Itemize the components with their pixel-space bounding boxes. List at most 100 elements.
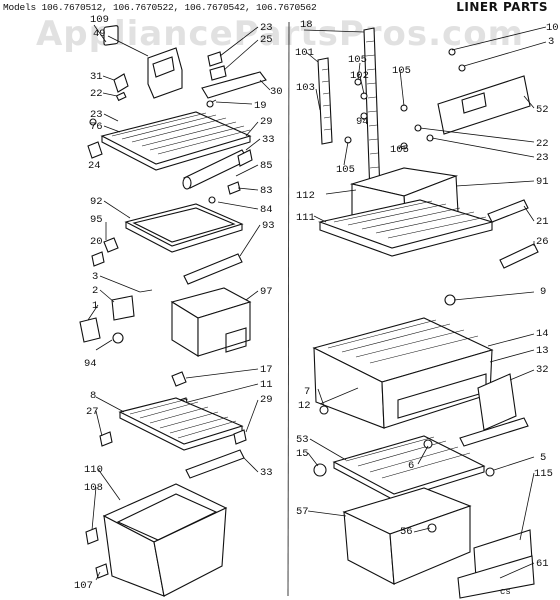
callout-22-right: 22 [536, 138, 549, 150]
callout-20: 20 [90, 236, 103, 248]
part-clip-23a [209, 65, 227, 81]
callout-61: 61 [536, 558, 549, 570]
part-screw-10 [448, 48, 456, 56]
callout-108: 108 [84, 482, 103, 494]
callout-11: 11 [260, 379, 273, 391]
callout-29: 29 [260, 116, 273, 128]
callout-52: 52 [536, 104, 549, 116]
callout-23-top: 23 [260, 22, 273, 34]
part-support-29b [233, 429, 247, 445]
part-knob-15 [313, 463, 327, 477]
callout-9: 9 [540, 286, 546, 298]
callout-105-c: 105 [392, 65, 411, 77]
part-roller-26 [499, 243, 539, 269]
callout-109: 109 [90, 14, 109, 26]
callout-53: 53 [296, 434, 309, 446]
part-screw-3b [458, 64, 466, 72]
part-plug-94b [360, 112, 368, 120]
page-title: LINER PARTS [456, 0, 548, 14]
callout-105-b: 105 [336, 164, 355, 176]
callout-3: 3 [92, 271, 98, 283]
part-nut-9 [444, 294, 456, 306]
part-panel-52 [437, 75, 531, 135]
callout-83: 83 [260, 185, 273, 197]
callout-15: 15 [296, 448, 309, 460]
callout-3-right: 3 [548, 36, 554, 48]
callout-115: 115 [534, 468, 553, 480]
callout-5: 5 [540, 452, 546, 464]
part-rail-18 [363, 27, 381, 195]
part-rail-101 [317, 57, 333, 145]
part-shelf-76 [100, 111, 252, 171]
part-clip-109 [103, 25, 119, 46]
callout-76: 76 [90, 121, 103, 133]
callout-2: 2 [92, 285, 98, 297]
callout-101: 101 [295, 47, 314, 59]
callout-92: 92 [90, 196, 103, 208]
part-housing-49 [147, 47, 183, 99]
callout-31: 31 [90, 71, 103, 83]
callout-85: 85 [260, 160, 273, 172]
models-header: Models 106.7670512, 106.7670522, 106.767… [3, 2, 317, 13]
callout-13: 13 [536, 345, 549, 357]
leader-lines [87, 24, 547, 581]
part-screw-84 [208, 196, 216, 204]
part-bin-97 [170, 287, 252, 357]
callout-7: 7 [304, 386, 310, 398]
callout-102: 102 [350, 70, 369, 82]
callout-8: 8 [90, 390, 96, 402]
part-cap-83 [227, 181, 241, 195]
callout-30: 30 [270, 86, 283, 98]
callout-105-a: 105 [348, 54, 367, 66]
part-support-27 [99, 431, 113, 447]
callout-19: 19 [254, 100, 267, 112]
part-support-29 [237, 149, 253, 167]
callout-32: 32 [536, 364, 549, 376]
part-nut-6 [423, 439, 433, 449]
part-hinge-1 [79, 317, 101, 343]
part-screw-19 [206, 99, 217, 108]
part-bin-110 [102, 483, 228, 597]
callout-110: 110 [84, 464, 103, 476]
part-nut-17 [171, 371, 187, 387]
callout-94: 94 [84, 358, 97, 370]
callout-25: 25 [260, 34, 273, 46]
callout-29-lower: 29 [260, 394, 273, 406]
part-nut-95 [103, 237, 119, 253]
callout-105-d: 105 [390, 144, 409, 156]
part-tray-92 [124, 203, 244, 253]
callout-103: 103 [296, 82, 315, 94]
part-roller-33b [185, 449, 245, 479]
callout-14: 14 [536, 328, 549, 340]
callout-10: 10 [546, 22, 559, 34]
part-nut-7 [319, 405, 329, 415]
part-bin-57 [342, 487, 472, 585]
callout-97: 97 [260, 286, 273, 298]
callout-18: 18 [300, 19, 313, 31]
callout-23: 23 [90, 109, 103, 121]
part-roller-21 [487, 199, 529, 223]
callout-56: 56 [400, 526, 413, 538]
callout-94-center: 94 [356, 116, 369, 128]
part-trim-32 [477, 373, 517, 431]
part-bar-5rail [459, 417, 529, 447]
part-screw-23 [89, 118, 97, 126]
callout-12: 12 [298, 400, 311, 412]
callout-17: 17 [260, 364, 273, 376]
callout-84: 84 [260, 204, 273, 216]
part-nut-5 [485, 467, 495, 477]
callout-22: 22 [90, 88, 103, 100]
part-nut-108 [85, 527, 99, 545]
callout-33: 33 [262, 134, 275, 146]
callout-49: 49 [93, 28, 106, 40]
callout-57: 57 [296, 506, 309, 518]
callout-24: 24 [88, 160, 101, 172]
part-panel-61 [457, 555, 535, 599]
part-screw-3 [139, 289, 153, 293]
callout-26: 26 [536, 236, 549, 248]
callout-23-right: 23 [536, 152, 549, 164]
callout-27: 27 [86, 406, 99, 418]
callout-6: 6 [408, 460, 414, 472]
callout-91: 91 [536, 176, 549, 188]
